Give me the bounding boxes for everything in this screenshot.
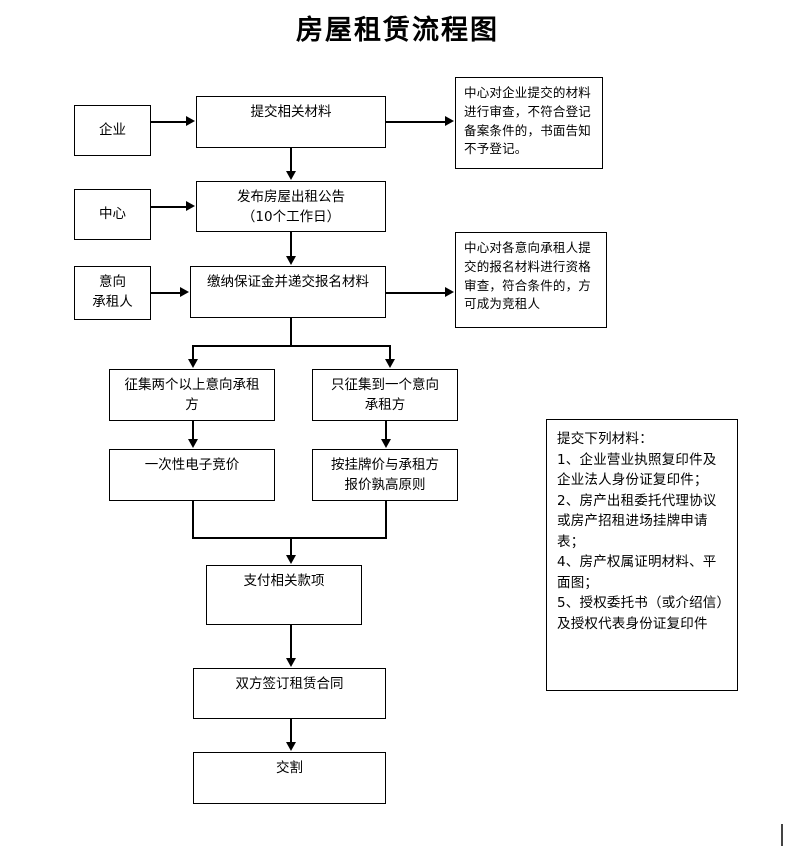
node-delivery-label: 交割 <box>276 760 303 776</box>
connector-merge-to-payment <box>290 537 292 557</box>
arrow-payment-to-contract <box>286 658 296 667</box>
connector-single-to-listing <box>385 421 387 440</box>
arrow-split-to-multiple <box>188 359 198 368</box>
node-electronic-auction-label: 一次性电子竞价 <box>144 457 240 473</box>
note-tenant-review: 中心对各意向承租人提交的报名材料进行资格审查，符合条件的，方可成为竞租人 <box>455 232 607 328</box>
node-listing-price-rule[interactable]: 按挂牌价与承租方 报价孰高原则 <box>312 449 458 501</box>
connector-split-left-drop <box>192 345 194 361</box>
connector-multiple-to-auction <box>192 421 194 440</box>
node-sign-contract[interactable]: 双方签订租赁合同 <box>193 668 386 719</box>
node-branch-single-tenant-label: 只征集到一个意向 承租方 <box>331 377 439 413</box>
node-submit-materials[interactable]: 提交相关材料 <box>196 96 386 148</box>
node-deposit-registration-label: 缴纳保证金并递交报名材料 <box>207 274 369 290</box>
node-payment-label: 支付相关款项 <box>243 573 325 589</box>
arrow-tenant-to-deposit <box>180 287 189 297</box>
connector-center-to-publish <box>151 206 187 208</box>
connector-auction-merge-stem <box>192 501 194 538</box>
note-required-materials: 提交下列材料： 1、企业营业执照复印件及企业法人身份证复印件； 2、房产出租委托… <box>546 419 738 691</box>
connector-payment-to-contract <box>290 625 292 659</box>
arrow-center-to-publish <box>186 201 195 211</box>
node-actor-enterprise-label: 企业 <box>99 121 126 138</box>
node-deposit-registration[interactable]: 缴纳保证金并递交报名材料 <box>190 266 386 318</box>
arrow-publish-to-deposit <box>286 256 296 265</box>
node-actor-enterprise[interactable]: 企业 <box>74 105 151 156</box>
node-publish-notice-label: 发布房屋出租公告 （10个工作日） <box>237 189 345 225</box>
connector-listing-merge-stem <box>385 501 387 538</box>
connector-split-right-drop <box>389 345 391 361</box>
arrow-merge-to-payment <box>286 555 296 564</box>
connector-submit-to-publish <box>290 148 292 172</box>
node-branch-multiple-tenants-label: 征集两个以上意向承租 方 <box>124 377 260 413</box>
arrow-submit-to-publish <box>286 171 296 180</box>
arrow-enterprise-to-submit <box>186 116 195 126</box>
arrow-multiple-to-auction <box>188 439 198 448</box>
arrow-split-to-single <box>385 359 395 368</box>
connector-deposit-to-note <box>386 292 445 294</box>
connector-contract-to-delivery <box>290 719 292 743</box>
connector-merge-bar <box>192 537 387 539</box>
arrow-contract-to-delivery <box>286 742 296 751</box>
node-actor-center-label: 中心 <box>99 205 126 222</box>
arrow-deposit-to-note <box>445 287 454 297</box>
node-actor-tenant-label: 意向 承租人 <box>92 274 133 310</box>
node-actor-center[interactable]: 中心 <box>74 189 151 240</box>
connector-publish-to-deposit <box>290 232 292 256</box>
page-title: 房屋租赁流程图 <box>296 15 499 46</box>
node-payment[interactable]: 支付相关款项 <box>206 565 362 625</box>
node-sign-contract-label: 双方签订租赁合同 <box>235 676 344 692</box>
node-listing-price-rule-label: 按挂牌价与承租方 报价孰高原则 <box>331 457 439 493</box>
node-submit-materials-label: 提交相关材料 <box>250 104 332 120</box>
node-delivery[interactable]: 交割 <box>193 752 386 804</box>
connector-enterprise-to-submit <box>151 121 187 123</box>
arrow-single-to-listing <box>381 439 391 448</box>
connector-tenant-to-deposit <box>151 292 181 294</box>
node-electronic-auction[interactable]: 一次性电子竞价 <box>109 449 275 501</box>
arrow-submit-to-note <box>445 116 454 126</box>
note-enterprise-review: 中心对企业提交的材料进行审查，不符合登记备案条件的，书面告知不予登记。 <box>455 77 603 169</box>
connector-deposit-split-bar <box>192 345 390 347</box>
node-branch-multiple-tenants[interactable]: 征集两个以上意向承租 方 <box>109 369 275 421</box>
connector-deposit-split-stem <box>290 318 292 346</box>
node-branch-single-tenant[interactable]: 只征集到一个意向 承租方 <box>312 369 458 421</box>
node-publish-notice[interactable]: 发布房屋出租公告 （10个工作日） <box>196 181 386 232</box>
node-actor-tenant[interactable]: 意向 承租人 <box>74 266 151 320</box>
connector-submit-to-note <box>386 121 445 123</box>
text-cursor-caret <box>781 824 783 846</box>
